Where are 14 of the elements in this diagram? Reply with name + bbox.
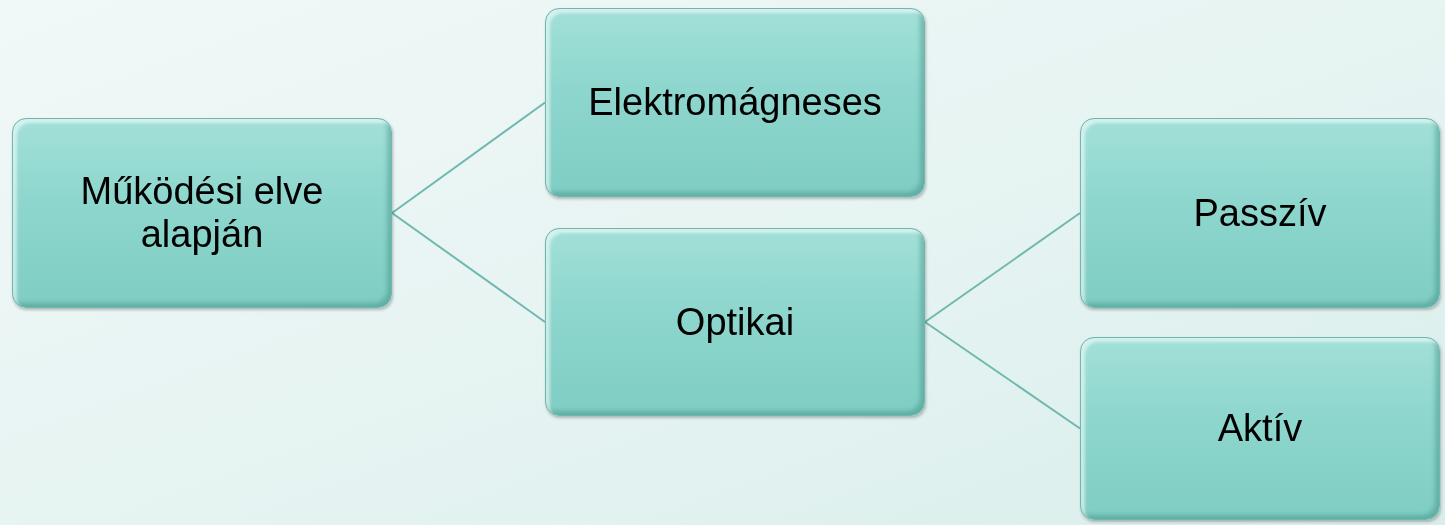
box-label: Aktív [1217,407,1303,450]
box-label: Működési elve alapján [79,170,325,256]
category-box [545,8,925,197]
category-box [1080,118,1440,308]
connector-line [391,212,546,323]
connector-line [391,101,546,214]
connector-line [924,212,1081,323]
box-label: Optikai [675,300,795,344]
box-label: Passzív [1193,191,1327,235]
category-box [545,228,925,416]
connector-line [924,321,1081,430]
category-box [1080,337,1440,520]
box-label: Elektromágneses [588,81,882,124]
category-box [12,118,392,308]
